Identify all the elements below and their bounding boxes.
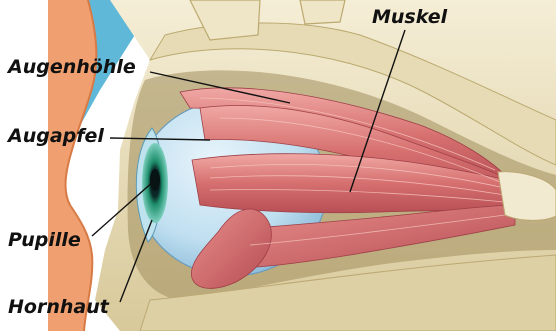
label-muskel: Muskel [372, 8, 447, 27]
label-hornhaut: Hornhaut [8, 298, 109, 317]
label-augenhoehle: Augenhöhle [8, 58, 136, 77]
bone-detail-top2 [300, 0, 345, 24]
label-pupille: Pupille [8, 231, 81, 250]
face-skin [48, 0, 96, 331]
label-augapfel: Augapfel [8, 127, 104, 146]
